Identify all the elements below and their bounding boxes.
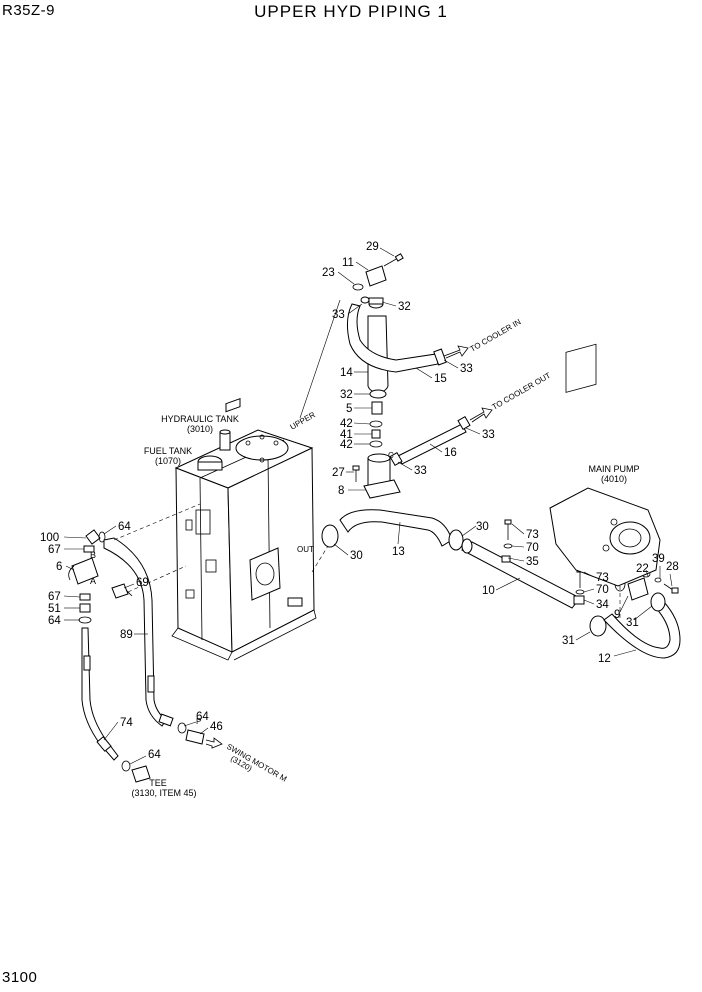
callout: 41 xyxy=(340,429,353,441)
hydraulic-tank-ref: (3010) xyxy=(187,424,213,434)
callout: 73 xyxy=(526,529,539,541)
hydraulic-cover xyxy=(235,435,289,461)
main-pump-label: MAIN PUMP xyxy=(588,464,639,474)
callout: 16 xyxy=(444,447,457,459)
clamp-30-right xyxy=(448,529,464,551)
port-b-label: B xyxy=(90,550,96,560)
leader-lines xyxy=(63,247,673,765)
arrow-swing-motor xyxy=(205,737,223,749)
callout: 64 xyxy=(48,615,61,627)
callout: 32 xyxy=(398,301,411,313)
to-cooler-in-label: TO COOLER IN xyxy=(469,317,523,354)
callout: 64 xyxy=(118,521,131,533)
tee-ref: (3130, ITEM 45) xyxy=(131,788,196,798)
callout: 33 xyxy=(482,429,495,441)
callout: 31 xyxy=(562,635,575,647)
callout: 70 xyxy=(596,584,609,596)
hydraulic-tank-label: HYDRAULIC TANK xyxy=(161,414,239,424)
to-cooler-out-label: TO COOLER OUT xyxy=(491,371,553,412)
callout: 9 xyxy=(614,609,620,621)
callout: 23 xyxy=(322,267,335,279)
callout: 12 xyxy=(598,653,611,665)
tank-assembly xyxy=(171,397,317,661)
port-upper-label: UPPER xyxy=(289,410,318,432)
hose-74 xyxy=(81,627,119,761)
callout: 28 xyxy=(666,561,679,573)
callout: 10 xyxy=(482,585,495,597)
callout: 51 xyxy=(48,603,61,615)
main-pump-ref: (4010) xyxy=(601,474,627,484)
flange-9 xyxy=(627,577,649,601)
callout: 42 xyxy=(340,439,353,451)
callout: 33 xyxy=(460,363,473,375)
callout: 39 xyxy=(652,553,665,565)
callout: 13 xyxy=(392,546,405,558)
callout: 64 xyxy=(148,749,161,761)
port-p-label: P xyxy=(196,717,201,726)
main-pump: MAIN PUMP (4010) xyxy=(549,343,661,620)
callout: 67 xyxy=(48,544,61,556)
hose-13 xyxy=(339,509,453,547)
arrow-cooler-in xyxy=(443,345,469,359)
callout: 33 xyxy=(414,465,427,477)
callout: 32 xyxy=(340,389,353,401)
callout: 73 xyxy=(596,572,609,584)
fuel-tank-label: FUEL TANK xyxy=(144,446,192,456)
tank-outlet-flange xyxy=(249,547,281,601)
block-6 xyxy=(71,557,99,585)
breather xyxy=(219,431,231,451)
callout: 15 xyxy=(434,373,447,385)
callout: 46 xyxy=(210,721,223,733)
callout: 8 xyxy=(338,485,344,497)
port-c-label: C xyxy=(388,451,394,460)
callout: 70 xyxy=(526,542,539,554)
return-line-assembly: TO COOLER IN TO COOLER OUT C xyxy=(346,253,553,499)
callout: 67 xyxy=(48,591,61,603)
hose-15 xyxy=(346,303,439,373)
callouts: 29 11 23 33 32 14 15 33 32 5 42 41 42 27… xyxy=(40,241,679,761)
callout: 33 xyxy=(332,309,345,321)
page-number: 3100 xyxy=(2,969,38,986)
arrow-cooler-out xyxy=(469,407,493,423)
callout: 6 xyxy=(56,561,62,573)
callout: 30 xyxy=(476,521,489,533)
callout: 35 xyxy=(526,556,539,568)
callout: 30 xyxy=(350,550,363,562)
callout: 100 xyxy=(40,532,59,544)
callout: 34 xyxy=(596,599,609,611)
callout: 27 xyxy=(332,467,345,479)
page-title: UPPER HYD PIPING 1 xyxy=(254,2,448,21)
callout: 22 xyxy=(636,563,649,575)
callout: 89 xyxy=(120,629,133,641)
block-11 xyxy=(365,265,387,287)
callout: 42 xyxy=(340,418,353,430)
callout: 5 xyxy=(346,403,352,415)
callout: 14 xyxy=(340,367,353,379)
clamp-30-left xyxy=(321,524,339,548)
model-number: R35Z-9 xyxy=(2,2,56,19)
callout: 31 xyxy=(626,617,639,629)
port-a-label: A xyxy=(90,576,96,586)
port-out-label: OUT xyxy=(297,545,314,554)
callout: 74 xyxy=(120,717,133,729)
callout: 29 xyxy=(366,241,379,253)
tank-front xyxy=(175,467,233,653)
hose-89 xyxy=(103,537,167,727)
tee-label: TEE xyxy=(149,778,167,788)
callout: 69 xyxy=(136,577,149,589)
callout: 64 xyxy=(196,711,209,723)
fuel-tank-ref: (1070) xyxy=(155,456,181,466)
callout: 11 xyxy=(342,257,354,269)
